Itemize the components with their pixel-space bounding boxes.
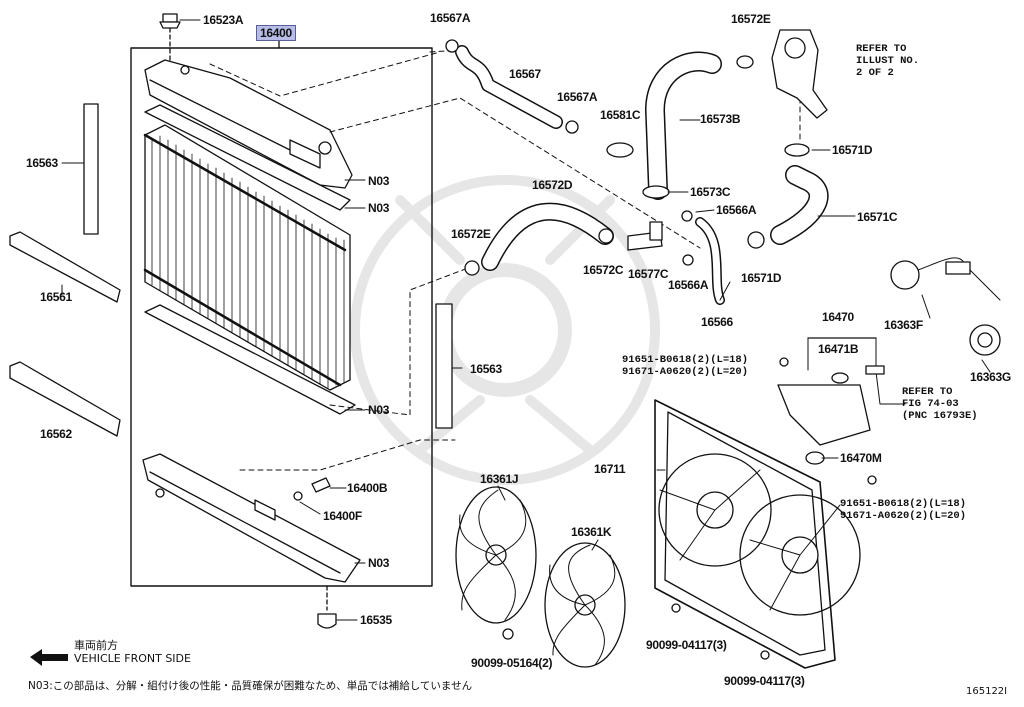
bolt-reservoir (779, 357, 789, 367)
label-16572c: 16572C (583, 263, 624, 277)
label-16566a-b: 16566A (668, 278, 709, 292)
fan-16361k (544, 542, 626, 668)
footnote-n03: N03:この部品は、分解・組付け後の性能・品質確保が困難なため、単品では補給して… (28, 680, 473, 692)
label-16471b: 16471B (818, 342, 859, 356)
label-16571d-top: 16571D (832, 143, 873, 157)
cap-16470m (805, 451, 825, 465)
fan-motor-16363f (890, 257, 1001, 301)
label-16577c: 16577C (628, 267, 669, 281)
radiator-upper-tank (144, 59, 353, 189)
water-outlet-housing (736, 29, 828, 119)
label-16573c: 16573C (690, 185, 731, 199)
label-16363f: 16363F (884, 318, 923, 332)
seal-16562 (9, 361, 121, 437)
bolt-spec-1a: 91651-B0618(2)(L=18) (622, 354, 749, 366)
label-16470: 16470 (822, 310, 854, 324)
clamp-16572c (598, 228, 614, 244)
radiator-core (143, 124, 351, 391)
clamp-16567a-mid (565, 120, 579, 134)
reservoir-tank-16470 (777, 372, 871, 446)
nut-90099-05164 (502, 628, 514, 640)
callout-leaders (61, 19, 991, 621)
label-16400-highlighted: 16400 (256, 25, 296, 41)
bolt-shroud-bottom (760, 650, 770, 660)
clamp-16571d-low (747, 231, 765, 249)
front-direction-arrow (30, 649, 68, 666)
label-n03-a: N03 (368, 174, 390, 188)
fan-motor-16363g (969, 324, 1001, 356)
clamp-16566a-top (681, 210, 693, 222)
oring-16400f (293, 491, 303, 501)
label-16566: 16566 (701, 315, 733, 329)
label-16562: 16562 (40, 427, 72, 441)
clamp-16572e (464, 260, 480, 276)
bolt-spec-1b: 91671-A0620(2)(L=20) (622, 366, 749, 378)
label-16572d: 16572D (532, 178, 573, 192)
drain-plug-16535 (317, 613, 337, 629)
bolt-shroud-top (867, 475, 877, 485)
clamp-16566a-low (682, 254, 694, 266)
gasket-lower (144, 304, 356, 415)
label-16571d-b: 16571D (741, 271, 782, 285)
label-16363g: 16363G (970, 370, 1011, 384)
label-16572e-mid: 16572E (451, 227, 491, 241)
bolt-spec-2a: 91651-B0618(2)(L=18) (840, 498, 967, 510)
bolt-shroud-left (671, 603, 681, 613)
label-16711: 16711 (594, 462, 626, 476)
seal-16563-left (83, 103, 99, 235)
label-16566a: 16566A (716, 203, 757, 217)
label-16400f: 16400F (323, 509, 362, 523)
seal-16561 (9, 231, 121, 303)
label-16361j: 16361J (480, 472, 519, 486)
label-16561: 16561 (40, 290, 72, 304)
fan-16361j (455, 486, 537, 624)
label-90099-05164: 90099-05164(2) (471, 656, 553, 670)
label-16535: 16535 (360, 613, 392, 627)
clamp-16567a-top (445, 39, 459, 53)
radiator-assembly-frame (130, 47, 433, 587)
label-16573b: 16573B (700, 112, 741, 126)
label-16563-left: 16563 (26, 156, 58, 170)
refer-bracket (807, 337, 906, 405)
label-16523a: 16523A (203, 13, 244, 27)
plug-16400b (311, 477, 331, 493)
fan-shroud-16711 (654, 399, 861, 669)
refer-note-mid: REFER TO FIG 74-03 (PNC 16793E) (902, 386, 978, 422)
direction-label-en: VEHICLE FRONT SIDE (74, 652, 191, 665)
dashed-leaders (209, 49, 801, 471)
direction-label-jp: 車両前方 (74, 639, 118, 652)
label-16567a-top: 16567A (430, 11, 471, 25)
label-16567a-mid: 16567A (557, 90, 598, 104)
label-16361k: 16361K (571, 525, 612, 539)
label-n03-c: N03 (368, 403, 390, 417)
refer-note-top: REFER TO ILLUST NO. 2 OF 2 (856, 43, 920, 79)
clamp-16573c (642, 185, 670, 199)
label-16571c: 16571C (857, 210, 898, 224)
label-16572e-top: 16572E (731, 12, 771, 26)
seal-16563-mid (435, 303, 453, 429)
clamp-16571d-top (784, 143, 810, 157)
clamp-16581c (606, 142, 634, 158)
figure-id: 165122I (966, 686, 1008, 697)
label-16567: 16567 (509, 67, 541, 81)
label-16563-mid: 16563 (470, 362, 502, 376)
label-90099-04117-b: 90099-04117(3) (724, 674, 805, 688)
watermark-emblem (350, 175, 660, 485)
label-90099-04117-a: 90099-04117(3) (646, 638, 727, 652)
gasket-upper (144, 104, 351, 211)
label-n03-b: N03 (368, 201, 390, 215)
label-n03-d: N03 (368, 556, 390, 570)
label-16400b: 16400B (347, 481, 388, 495)
radiator-lower-tank (142, 453, 361, 611)
label-16581c: 16581C (600, 108, 641, 122)
cap-16523a (159, 13, 181, 61)
label-16470m: 16470M (840, 451, 882, 465)
bolt-spec-2b: 91671-A0620(2)(L=20) (840, 510, 967, 522)
